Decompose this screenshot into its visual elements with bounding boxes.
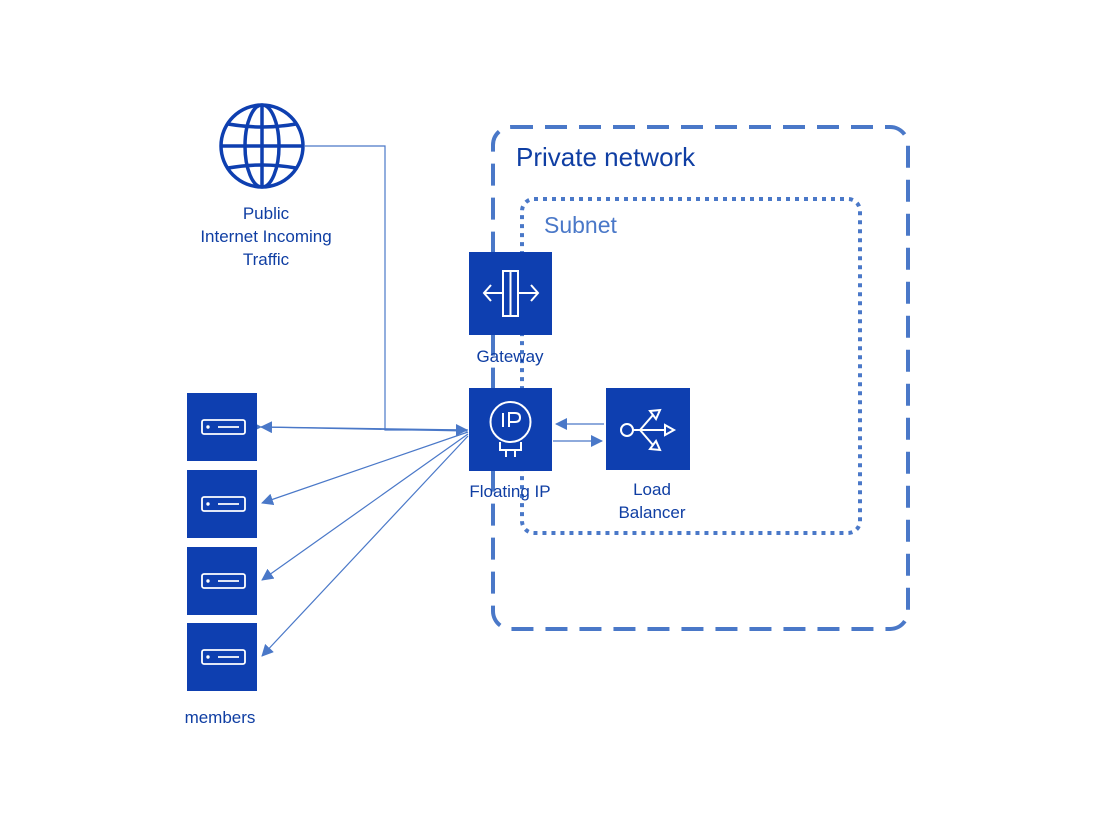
gateway-icon bbox=[482, 270, 540, 317]
server-icon bbox=[201, 496, 246, 512]
subnet-boundary bbox=[520, 197, 862, 535]
private-network-boundary bbox=[491, 125, 910, 631]
floating-ip-node[interactable] bbox=[469, 388, 552, 471]
server-icon bbox=[201, 419, 246, 435]
member-node[interactable] bbox=[187, 470, 257, 538]
member-node[interactable] bbox=[187, 547, 257, 615]
member-node[interactable] bbox=[187, 623, 257, 691]
internet-label: Public Internet Incoming Traffic bbox=[176, 202, 356, 271]
edge-internet-to-floating-ip bbox=[305, 145, 468, 436]
server-icon bbox=[201, 573, 246, 589]
server-icon bbox=[201, 649, 246, 665]
floating-ip-icon bbox=[489, 401, 532, 457]
edge-member-1-to-floating-ip bbox=[249, 420, 468, 433]
load-balancer-label: Load Balancer bbox=[592, 478, 712, 524]
load-balancer-label-line: Balancer bbox=[618, 503, 686, 522]
gateway-label: Gateway bbox=[476, 347, 544, 366]
edge-floating-ip-to-member-3 bbox=[261, 433, 469, 581]
floating-ip-label: Floating IP bbox=[469, 482, 551, 501]
load-balancer-node[interactable] bbox=[606, 388, 690, 470]
load-balancer-label-line: Load bbox=[633, 480, 671, 499]
member-node[interactable] bbox=[187, 393, 257, 461]
gateway-node[interactable] bbox=[469, 252, 552, 335]
load-balancer-icon bbox=[620, 408, 677, 452]
internet-label-line: Internet Incoming bbox=[200, 227, 332, 246]
internet-label-line: Public bbox=[242, 204, 290, 223]
private-network-title: Private network bbox=[516, 142, 696, 172]
internet-label-line: Traffic bbox=[242, 250, 290, 269]
edge-floating-ip-to-member-4 bbox=[261, 435, 469, 657]
edge-floating-ip-to-member-2 bbox=[261, 431, 469, 506]
members-label: members bbox=[184, 708, 256, 727]
globe-icon bbox=[219, 103, 305, 189]
subnet-title: Subnet bbox=[544, 212, 617, 238]
